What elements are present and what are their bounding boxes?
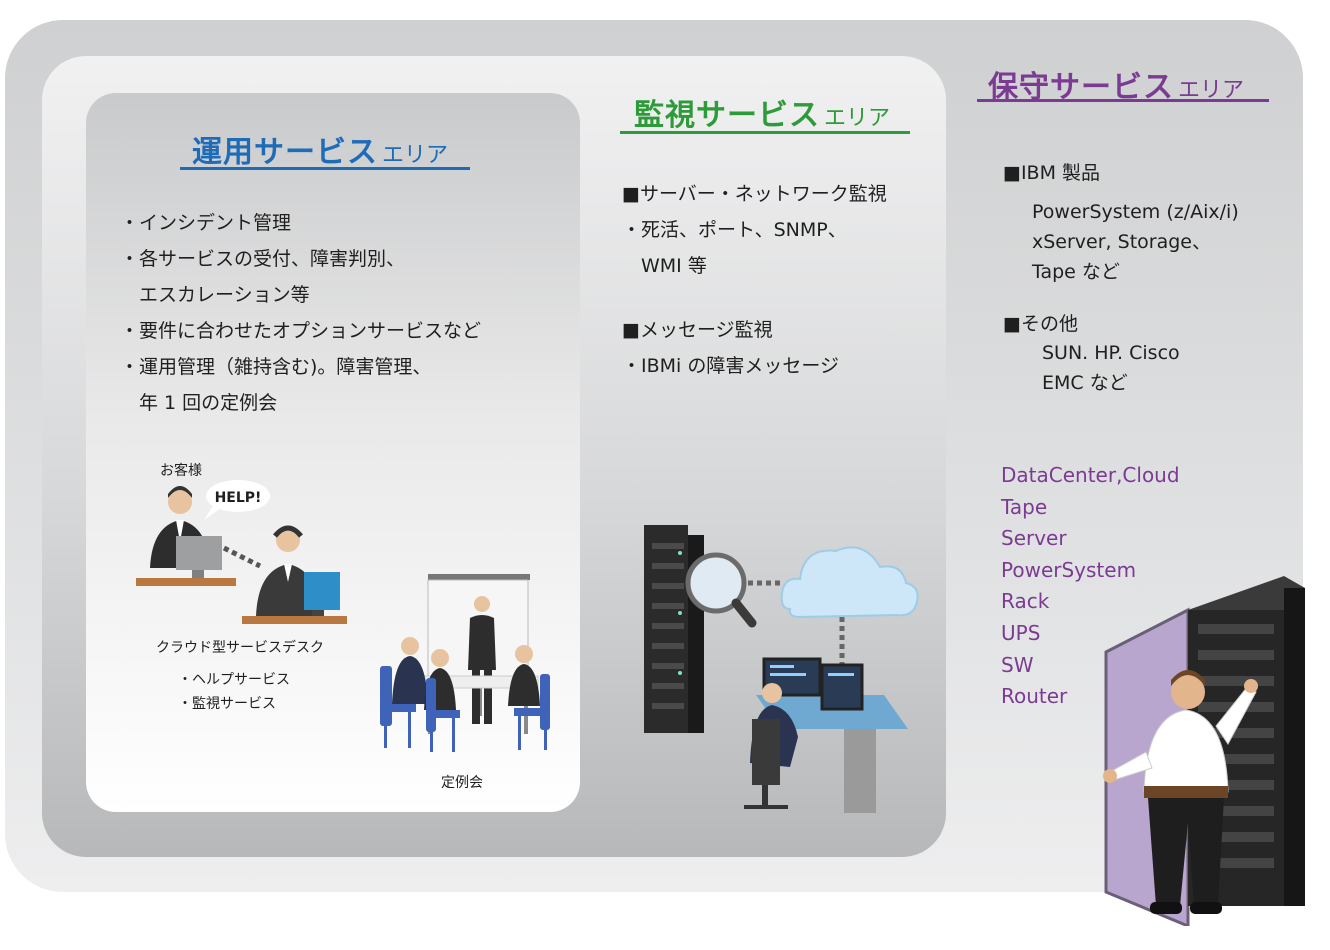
monitor-title-sub: エリア: [824, 106, 891, 131]
ops-line: エスカレーション等: [120, 284, 310, 306]
maint-other-line: SUN. HP. Cisco: [1042, 342, 1180, 364]
maint-target-list: DataCenter,Cloud Tape Server PowerSystem…: [1001, 460, 1180, 713]
ops-area-title: 運用サービスエリア: [192, 127, 448, 171]
ops-line: ・運用管理（雑持含む)。障害管理、: [120, 356, 432, 378]
monitor-title-underline: [620, 131, 910, 134]
maint-title-sub: エリア: [1178, 78, 1245, 103]
service-desk-item: ・ヘルプサービス: [178, 672, 290, 688]
monitor-description: ■サーバー・ネットワーク監視 ・死活、ポート、SNMP、 WMI 等 ■メッセー…: [622, 176, 887, 384]
maint-ibm-line: Tape など: [1032, 261, 1120, 283]
service-desk-item: ・監視サービス: [178, 696, 276, 712]
meeting-illustration: [380, 574, 550, 752]
maintenance-technician-illustration: [1103, 576, 1305, 926]
ops-line: ・要件に合わせたオプションサービスなど: [120, 320, 482, 342]
monitoring-illustration: [644, 525, 919, 813]
monitor-area-title: 監視サービスエリア: [634, 90, 890, 134]
monitor-title-main: 監視サービス: [634, 98, 820, 133]
monitor-line: ■メッセージ監視: [622, 319, 773, 341]
ops-line: ・各サービスの受付、障害判別、: [120, 248, 406, 270]
ops-line: 年 1 回の定例会: [120, 392, 278, 414]
meeting-label: 定例会: [441, 775, 483, 791]
monitor-line: [622, 284, 887, 312]
maint-other-products: SUN. HP. Cisco EMC など: [1042, 338, 1180, 398]
service-desk-label: クラウド型サービスデスク: [156, 640, 324, 656]
customer-label: お客様: [160, 463, 202, 479]
maint-target-item: Server: [1001, 526, 1067, 551]
monitor-line: ■サーバー・ネットワーク監視: [622, 183, 887, 205]
ops-title-sub: エリア: [382, 143, 449, 168]
maint-ibm-line: PowerSystem (z/Aix/i): [1032, 201, 1239, 223]
monitor-line: WMI 等: [622, 255, 707, 277]
monitor-line: ・死活、ポート、SNMP、: [622, 219, 847, 241]
ops-title-underline: [180, 167, 470, 170]
operations-area-panel: [86, 93, 580, 812]
ops-title-main: 運用サービス: [192, 135, 378, 170]
maint-other-line: EMC など: [1042, 372, 1128, 394]
maint-target-item: PowerSystem: [1001, 557, 1137, 582]
maint-target-item: UPS: [1001, 620, 1041, 645]
ops-description: ・インシデント管理 ・各サービスの受付、障害判別、 エスカレーション等 ・要件に…: [120, 205, 481, 421]
monitor-line: ・IBMi の障害メッセージ: [622, 355, 839, 377]
maint-target-item: SW: [1001, 652, 1034, 677]
maint-target-item: Tape: [1001, 494, 1048, 519]
ops-line: ・インシデント管理: [120, 212, 292, 234]
service-desk-illustration: HELP!: [136, 480, 347, 624]
maint-ibm-line: xServer, Storage、: [1032, 231, 1211, 253]
maint-target-item: DataCenter,Cloud: [1001, 463, 1180, 487]
maint-title-underline: [977, 99, 1269, 102]
maint-target-item: Router: [1001, 684, 1068, 709]
maint-ibm-heading: ■IBM 製品: [1003, 162, 1101, 184]
maint-target-item: Rack: [1001, 589, 1050, 614]
maint-ibm-products: PowerSystem (z/Aix/i) xServer, Storage、 …: [1032, 197, 1239, 287]
help-bubble-text: HELP!: [215, 490, 262, 506]
maint-other-heading: ■その他: [1003, 313, 1078, 335]
service-desk-items: ・ヘルプサービス ・監視サービス: [178, 668, 290, 716]
